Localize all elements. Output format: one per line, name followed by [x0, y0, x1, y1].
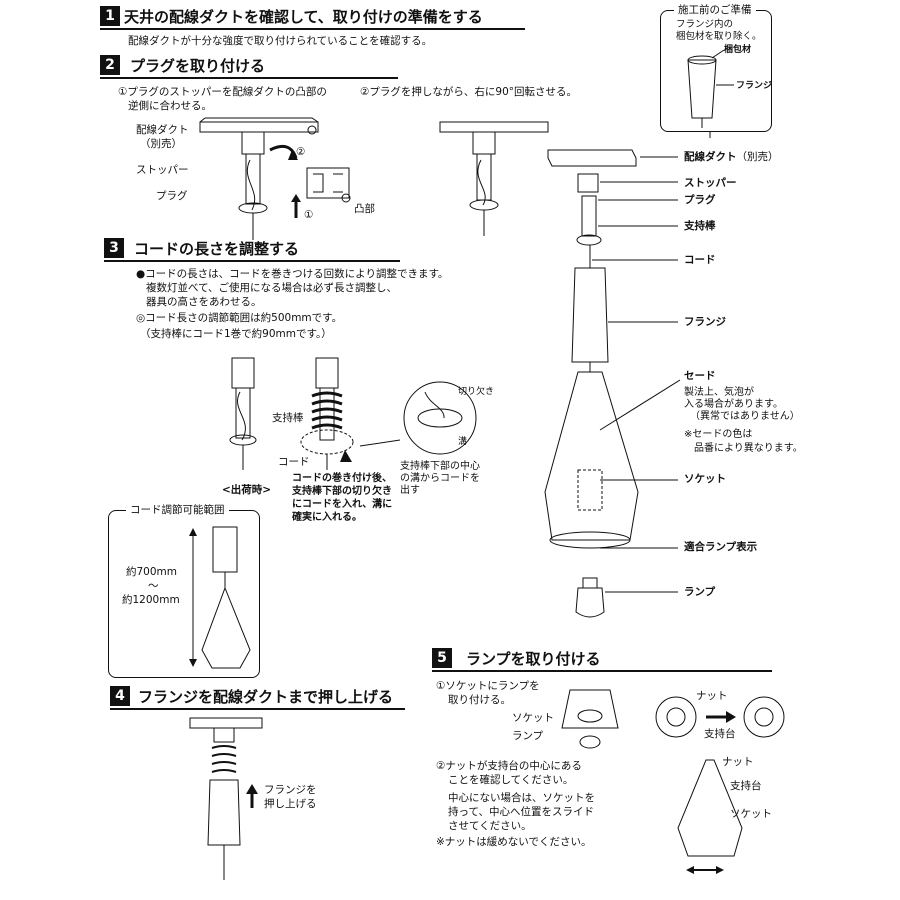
detail-note-1: 支持棒下部の中心 — [400, 461, 480, 472]
step-3-title: コードの長さを調整する — [134, 240, 300, 258]
part-lamp: ランプ — [684, 586, 716, 598]
prep-title: 施工前のご準備 — [674, 4, 756, 17]
shade-note-2: 入る場合があります。 — [684, 399, 783, 410]
step-5-label-socket: ソケット — [512, 712, 554, 724]
step-2-instruction-1b: 逆側に合わせる。 — [128, 100, 212, 112]
label-bessho: （別売） — [140, 138, 182, 150]
label-convex: 凸部 — [354, 203, 375, 215]
step-5-label-nut: ナット — [696, 690, 728, 702]
step-5-rule — [432, 670, 772, 672]
cord-range-min: 約700mm — [126, 566, 177, 578]
mark-1: ① — [304, 209, 314, 221]
prep-packing-label: 梱包材 — [724, 45, 752, 55]
step-1-title: 天井の配線ダクトを確認して、取り付けの準備をする — [124, 8, 483, 26]
cord-adjust-illustration — [229, 357, 477, 470]
mark-2: ② — [296, 146, 306, 158]
prep-line-1: フランジ内の — [676, 19, 734, 30]
label-notch: 切り欠き — [458, 387, 495, 397]
cord-note-4: 確実に入れる。 — [292, 512, 362, 523]
lamp-install-illustrations — [561, 689, 785, 874]
step-5-label-support: 支持台 — [704, 728, 736, 740]
detail-note-2: の溝からコードを — [400, 473, 480, 484]
step-5-instr-3c: させてください。 — [448, 820, 532, 832]
label-cord: コード — [278, 456, 310, 468]
step-5-instr-1b: 取り付ける。 — [448, 694, 511, 706]
cord-range-title: コード調節可能範囲 — [126, 504, 229, 517]
label-rod: 支持棒 — [272, 412, 304, 424]
exploded-assembly-illustration — [544, 149, 681, 618]
step-2-instruction-1a: ①プラグのストッパーを配線ダクトの凸部の — [118, 86, 327, 98]
step-3-rule — [104, 260, 400, 262]
shade-note-1: 製法上、気泡が — [684, 387, 754, 398]
step-3-bullet-3: 器具の高さをあわせる。 — [146, 296, 262, 308]
step-3-bullet-5: （支持棒にコード1巻で約90mmです。） — [140, 328, 332, 340]
step-5-label-support-2: 支持台 — [730, 780, 762, 792]
label-shipping: <出荷時> — [222, 484, 272, 496]
part-stopper: ストッパー — [684, 177, 737, 189]
cord-range-max: 約1200mm — [122, 594, 180, 606]
label-stopper: ストッパー — [136, 164, 189, 176]
part-plug: プラグ — [684, 194, 716, 206]
step-5-title: ランプを取り付ける — [466, 650, 601, 668]
step-3-bullet-2: 複数灯並べて、ご使用になる場合は必ず長さ調整し、 — [146, 282, 398, 294]
cord-note-1: コードの巻き付け後、 — [292, 473, 392, 484]
label-plug: プラグ — [156, 190, 188, 202]
cord-range-separator: 〜 — [148, 580, 159, 592]
step-4-title: フランジを配線ダクトまで押し上げる — [138, 688, 394, 706]
step-5-instr-1a: ①ソケットにランプを — [436, 680, 540, 692]
prep-flange-illustration — [687, 49, 734, 128]
shade-note-4: ※セードの色は — [684, 429, 753, 440]
part-lamp-display: 適合ランプ表示 — [684, 541, 758, 553]
shade-note-5: 品番により異なります。 — [694, 443, 803, 454]
step-1-description: 配線ダクトが十分な強度で取り付けられていることを確認する。 — [128, 35, 433, 47]
step-1-rule — [100, 28, 525, 30]
part-rod: 支持棒 — [684, 220, 716, 232]
step-5-instr-2a: ②ナットが支持台の中心にある — [436, 760, 582, 772]
prep-flange-label: フランジ — [736, 81, 773, 91]
cord-note-2: 支持棒下部の切り欠き — [292, 486, 392, 497]
label-duct: 配線ダクト — [136, 124, 189, 136]
step-5-label-socket-2: ソケット — [730, 808, 772, 820]
step-3-bullet-1: ●コードの長さは、コードを巻きつける回数により調整できます。 — [136, 268, 449, 280]
step-5-label-nut-2: ナット — [722, 756, 754, 768]
step-5-number: 5 — [432, 648, 452, 668]
step-2-rule — [100, 77, 398, 79]
step-3-bullet-4: ◎コード長さの調節範囲は約500mmです。 — [136, 312, 343, 324]
cord-note-3: にコードを入れ、溝に — [292, 499, 393, 510]
step-5-instr-3a: 中心にない場合は、ソケットを — [448, 792, 595, 804]
step-5-instr-4: ※ナットは緩めないでください。 — [436, 836, 592, 848]
step-4-number: 4 — [110, 686, 130, 706]
label-groove: 溝 — [458, 437, 468, 447]
step-1-number: 1 — [100, 6, 120, 26]
part-shade: セード — [684, 370, 716, 382]
step-2-title: プラグを取り付ける — [130, 57, 266, 75]
flange-push-illustration — [189, 717, 263, 880]
push-label-2: 押し上げる — [264, 798, 317, 810]
part-flange: フランジ — [684, 316, 726, 328]
plug-install-illustration-2 — [439, 121, 549, 236]
step-3-number: 3 — [104, 238, 124, 258]
step-5-label-lamp: ランプ — [512, 730, 544, 742]
part-socket: ソケット — [684, 473, 726, 485]
step-5-instr-2b: ことを確認してください。 — [448, 774, 574, 786]
cord-range-illustration — [189, 526, 251, 669]
part-duct: 配線ダクト（別売） — [684, 151, 779, 163]
shade-note-3: （異常ではありません） — [690, 411, 800, 422]
plug-install-illustration-1 — [199, 117, 351, 240]
step-5-instr-3b: 持って、中心へ位置をスライド — [448, 806, 594, 818]
step-4-rule — [110, 708, 405, 710]
step-2-number: 2 — [100, 55, 120, 75]
step-2-instruction-2: ②プラグを押しながら、右に90°回転させる。 — [360, 86, 578, 98]
part-cord: コード — [684, 254, 716, 266]
push-label-1: フランジを — [264, 784, 317, 796]
detail-note-3: 出す — [400, 485, 420, 496]
prep-line-2: 梱包材を取り除く。 — [676, 31, 762, 42]
